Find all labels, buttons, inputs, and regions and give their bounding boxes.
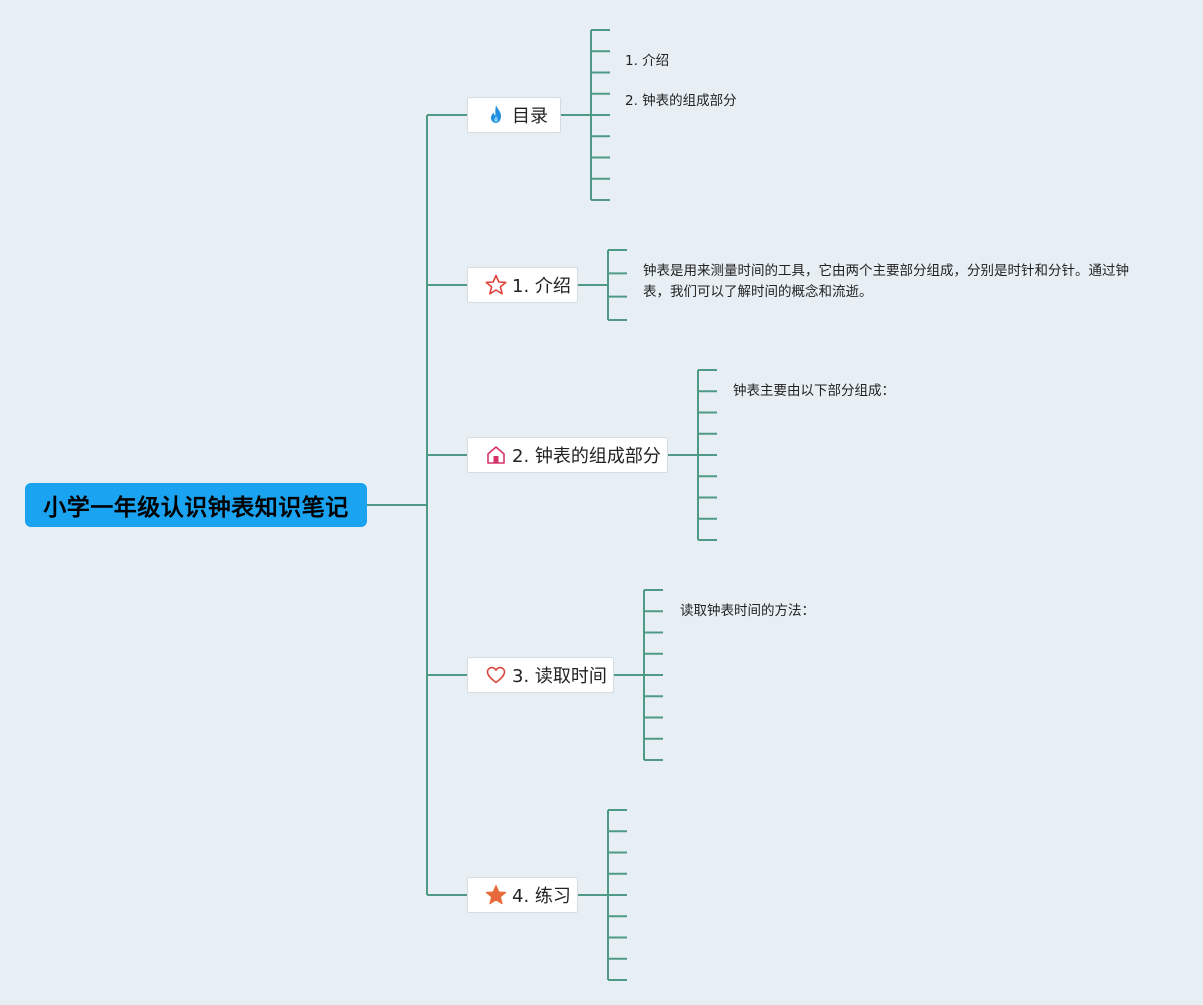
toc-note-intro[interactable]: 1. 介绍	[625, 53, 670, 69]
root-topic[interactable]: 小学一年级认识钟表知识笔记	[25, 483, 367, 527]
branch-intro-label: 1. 介绍	[512, 276, 571, 297]
branch-practice-label: 4. 练习	[512, 886, 571, 907]
branch-practice[interactable]: 4. 练习	[467, 877, 578, 913]
star-filled-icon	[484, 883, 508, 907]
toc-note-parts[interactable]: 2. 钟表的组成部分	[625, 93, 737, 109]
branch-parts[interactable]: 2. 钟表的组成部分	[467, 437, 668, 473]
branch-toc[interactable]: 目录	[467, 97, 561, 133]
branch-intro[interactable]: 1. 介绍	[467, 267, 578, 303]
branch-toc-label: 目录	[512, 106, 548, 127]
heart-outline-icon	[484, 663, 508, 687]
reading-note[interactable]: 读取钟表时间的方法：	[680, 603, 815, 619]
branch-reading[interactable]: 3. 读取时间	[467, 657, 614, 693]
star-outline-icon	[484, 273, 508, 297]
root-title: 小学一年级认识钟表知识笔记	[43, 495, 349, 521]
parts-note[interactable]: 钟表主要由以下部分组成：	[733, 383, 895, 399]
fire-icon	[484, 103, 508, 127]
intro-note[interactable]: 钟表是用来测量时间的工具，它由两个主要部分组成，分别是时针和分针。通过钟表，我们…	[643, 263, 1129, 300]
branch-parts-label: 2. 钟表的组成部分	[512, 446, 661, 467]
house-icon	[484, 443, 508, 467]
branch-reading-label: 3. 读取时间	[512, 666, 607, 687]
